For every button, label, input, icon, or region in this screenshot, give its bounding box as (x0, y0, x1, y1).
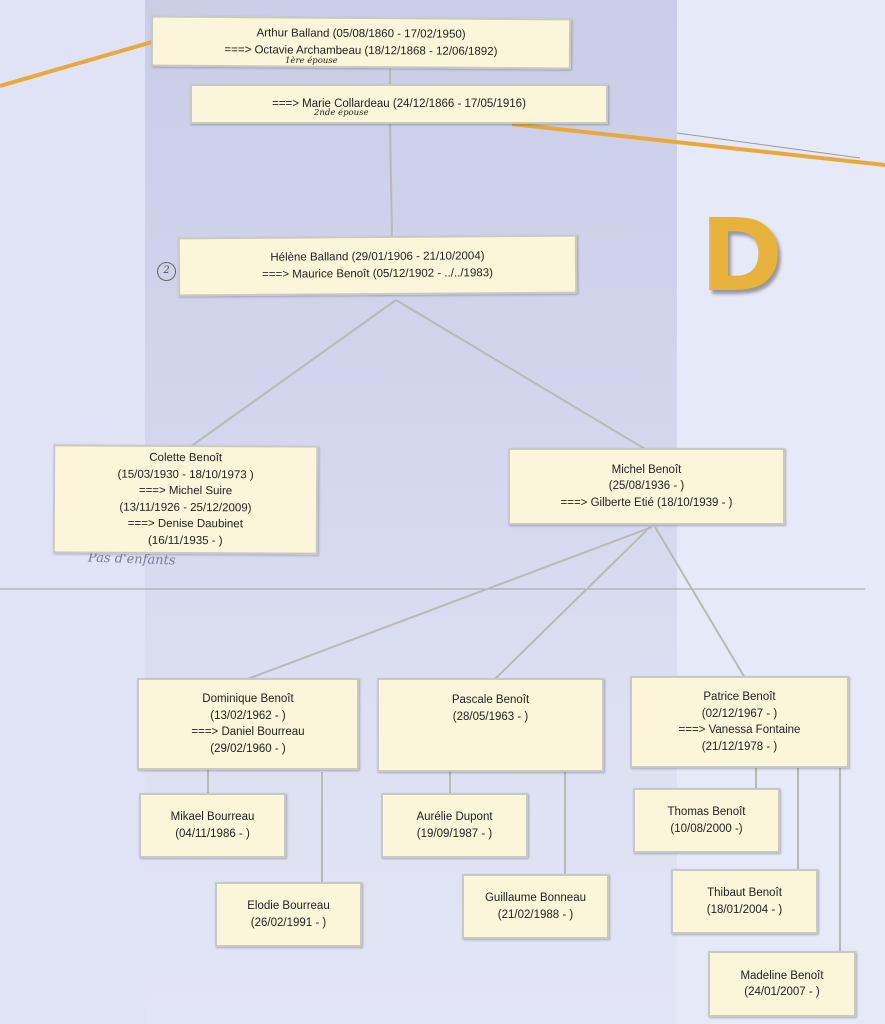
connector-michel-dominique (244, 526, 653, 681)
person-box-patrice: Patrice Benoît (02/12/1967 - ) ===> Vane… (630, 676, 849, 768)
orange-tape-left (0, 40, 153, 88)
person-dates: (28/05/1963 - ) (452, 710, 529, 723)
spouse-line: ===> Daniel Bourreau (191, 726, 305, 738)
person-box-dominique: Dominique Benoît (13/02/1962 - ) ===> Da… (137, 678, 359, 770)
person-box-thomas: Thomas Benoît (10/08/2000 -) (633, 788, 780, 853)
person-name: Patrice Benoît (703, 691, 776, 703)
person-box-arthur: Arthur Balland (05/08/1860 - 17/02/1950)… (150, 15, 572, 70)
person-name: Thibaut Benoît (707, 887, 782, 899)
spouse-line: ===> Vanessa Fontaine (678, 724, 801, 736)
spouse-line: ===> Marie Collardeau (24/12/1866 - 17/0… (272, 97, 526, 110)
spouse-line: ===> Octavie Archambeau (18/12/1868 - 12… (224, 43, 498, 58)
person-box-guillaume: Guillaume Bonneau (21/02/1988 - ) (462, 874, 609, 939)
person-name: Thomas Benoît (667, 806, 746, 818)
spouse-dates: (13/11/1926 - 25/12/2009) (119, 501, 252, 514)
spouse-dates: (29/02/1960 - ) (210, 742, 286, 755)
person-name: Mikael Bourreau (170, 811, 255, 823)
spouse-line: ===> Michel Suire (138, 484, 233, 498)
connector-michel-patrice (654, 526, 746, 679)
spouse-order-note: 2nde épouse (314, 108, 369, 118)
person-dates: (15/03/1930 - 18/10/1973 ) (117, 468, 254, 481)
spouse-line: ===> Gilberte Etié (18/10/1939 - ) (560, 496, 733, 509)
person-dates: (19/09/1987 - ) (416, 827, 493, 840)
person-box-helene: Hélène Balland (29/01/1906 - 21/10/2004)… (177, 234, 578, 297)
spouse-dates: (21/12/1978 - ) (701, 740, 778, 753)
connector-helene-colette (189, 299, 397, 448)
person-dates: (04/11/1986 - ) (175, 827, 250, 840)
person-box-michel: Michel Benoît (25/08/1936 - ) ===> Gilbe… (508, 448, 785, 525)
person-name: Michel Benoît (611, 463, 682, 476)
spouse-line: ===> Maurice Benoît (05/12/1902 - ../../… (262, 266, 493, 281)
person-dates: (02/12/1967 - ) (701, 707, 778, 720)
faint-line-right (676, 132, 861, 159)
person-box-colette: Colette Benoît (15/03/1930 - 18/10/1973 … (52, 444, 319, 555)
person-name: Elodie Bourreau (247, 900, 330, 912)
person-box-elodie: Elodie Bourreau (26/02/1991 - ) (215, 882, 362, 947)
person-dates: (13/02/1962 - ) (210, 709, 286, 722)
connector-helene-michel (395, 299, 646, 450)
handwritten-mark: 2 (157, 262, 176, 281)
person-name: Guillaume Bonneau (484, 892, 586, 904)
person-name: Arthur Balland (05/08/1860 - 17/02/1950) (256, 27, 466, 41)
person-box-pascale: Pascale Benoît (28/05/1963 - ) (377, 678, 604, 772)
person-box-madeline: Madeline Benoît (24/01/2007 - ) (708, 951, 856, 1017)
person-dates: (18/01/2004 - ) (706, 903, 783, 916)
spouse-dates: (16/11/1935 - ) (147, 534, 223, 547)
connector-marie-helene (389, 123, 393, 239)
person-dates: (10/08/2000 -) (670, 822, 743, 835)
spouse-order-note: 1ère épouse (285, 56, 338, 66)
person-dates: (26/02/1991 - ) (250, 916, 327, 929)
person-name: Aurélie Dupont (416, 811, 493, 823)
person-box-aurelie: Aurélie Dupont (19/09/1987 - ) (381, 793, 528, 858)
person-box-marie: ===> Marie Collardeau (24/12/1866 - 17/0… (190, 84, 608, 124)
connector-michel-pascale (494, 526, 651, 680)
spouse-line: ===> Denise Daubinet (127, 517, 243, 531)
section-letter: D (700, 197, 784, 314)
person-name: Dominique Benoît (202, 693, 294, 705)
orange-tape-right (511, 122, 885, 167)
person-dates: (24/01/2007 - ) (744, 986, 820, 998)
person-name: Colette Benoît (149, 451, 223, 465)
person-box-thibaut: Thibaut Benoît (18/01/2004 - ) (671, 869, 818, 934)
person-name: Madeline Benoît (740, 969, 824, 982)
person-box-mikael: Mikael Bourreau (04/11/1986 - ) (139, 793, 286, 858)
person-name: Pascale Benoît (451, 694, 530, 706)
person-name: Hélène Balland (29/01/1906 - 21/10/2004) (270, 250, 485, 264)
person-dates: (21/02/1988 - ) (497, 908, 574, 921)
person-dates: (25/08/1936 - ) (608, 480, 685, 493)
